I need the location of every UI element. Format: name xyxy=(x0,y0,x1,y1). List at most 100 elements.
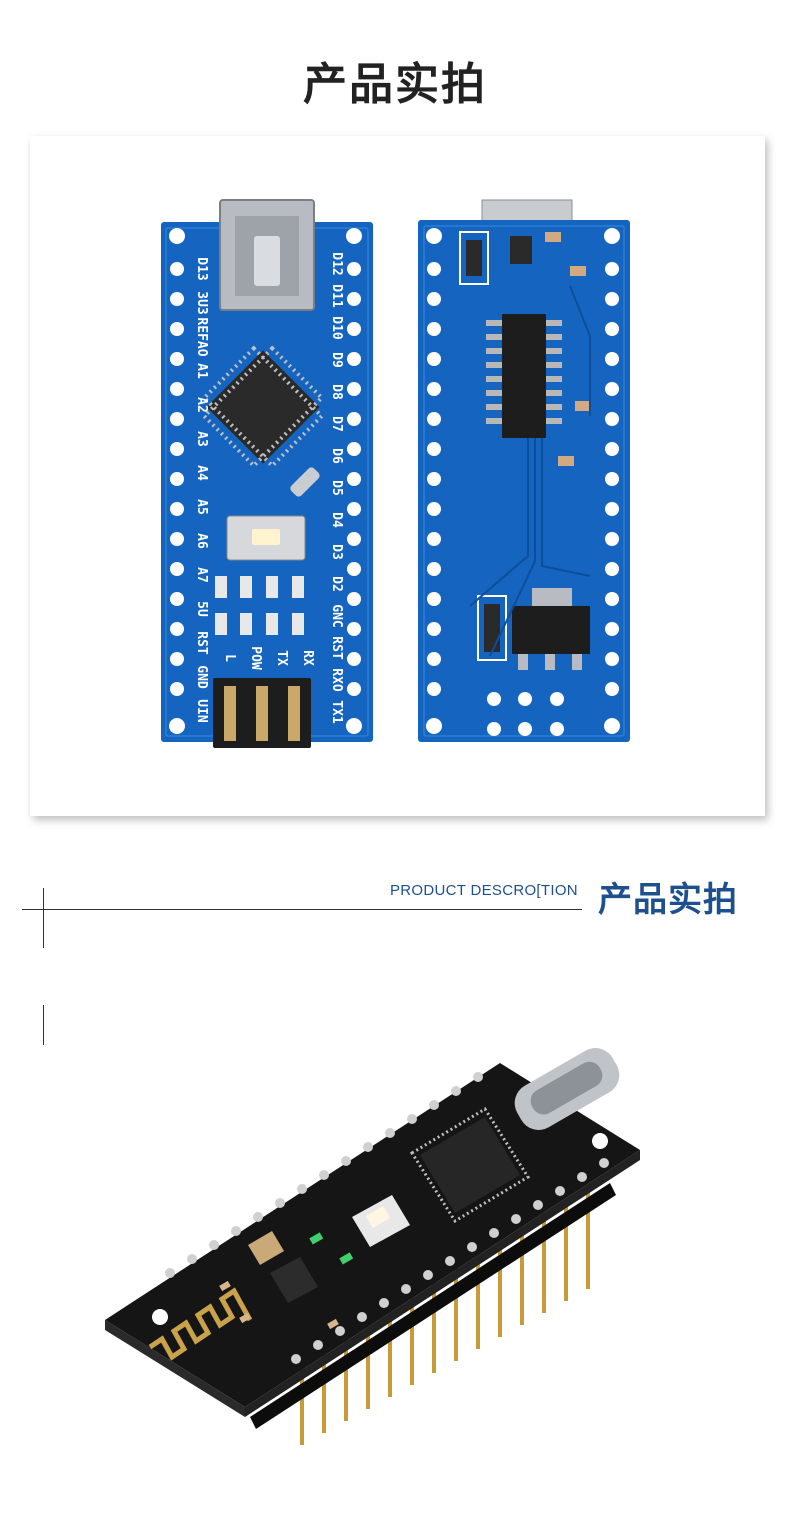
pin-pad xyxy=(605,592,619,606)
silk-label: D12 xyxy=(329,252,344,275)
pin-pad xyxy=(605,472,619,486)
pin-pad xyxy=(605,532,619,546)
pin-pad xyxy=(605,652,619,666)
pin-pad xyxy=(170,652,184,666)
pin-pad xyxy=(347,382,361,396)
pin-pad xyxy=(170,622,184,636)
pin-pad xyxy=(427,262,441,276)
pin-pad xyxy=(605,682,619,696)
divider-mark-lower xyxy=(43,1005,44,1045)
silk-label: GNC xyxy=(329,604,344,627)
silk-label: RST xyxy=(329,636,344,660)
pin-pad xyxy=(605,262,619,276)
silk-label: TX1 xyxy=(329,700,344,724)
silk-label: D4 xyxy=(329,512,344,528)
pin-pad xyxy=(605,382,619,396)
silk-label: 3U3 xyxy=(194,291,209,314)
pin-pad xyxy=(170,502,184,516)
pin-pad xyxy=(170,562,184,576)
pin-pad xyxy=(605,562,619,576)
pin-pad xyxy=(170,262,184,276)
pin-pad xyxy=(170,532,184,546)
pin-pad xyxy=(427,682,441,696)
silk-label: A2 xyxy=(194,397,209,413)
silk-label: UIN xyxy=(194,699,209,723)
pin-pad xyxy=(347,592,361,606)
pin-pad xyxy=(427,592,441,606)
section-title-en: PRODUCT DESCRO[TION xyxy=(390,882,578,899)
silk-label: D13 xyxy=(194,257,209,280)
pin-pad xyxy=(427,322,441,336)
pin-pad xyxy=(170,592,184,606)
divider-mark xyxy=(43,888,44,948)
pin-pad xyxy=(347,562,361,576)
pin-pad xyxy=(170,352,184,366)
pin-pad xyxy=(347,652,361,666)
pin-pad xyxy=(427,562,441,576)
pin-pad xyxy=(347,292,361,306)
silk-label: GND xyxy=(194,665,209,689)
silk-label: RX xyxy=(300,650,315,666)
pin-pad xyxy=(427,412,441,426)
pin-pad xyxy=(605,622,619,636)
silk-label: L xyxy=(222,654,237,662)
silk-label: RST xyxy=(194,631,209,655)
pin-pad xyxy=(347,262,361,276)
silk-label: A6 xyxy=(194,533,209,549)
section-header: PRODUCT DESCRO[TION 产品实拍 xyxy=(0,870,790,950)
product-photo-black-board xyxy=(100,1045,645,1465)
silk-label: 5U xyxy=(194,601,209,617)
pin-pad xyxy=(427,502,441,516)
pin-pad xyxy=(347,502,361,516)
silk-label: RXO xyxy=(329,668,344,692)
pin-pad xyxy=(347,532,361,546)
pin-pad xyxy=(170,442,184,456)
silk-label: A3 xyxy=(194,431,209,447)
pin-pad xyxy=(170,682,184,696)
silk-label: D3 xyxy=(329,544,344,560)
silk-label: TX xyxy=(274,650,289,666)
pin-pad xyxy=(347,322,361,336)
pin-pad xyxy=(170,472,184,486)
silk-label: D2 xyxy=(329,576,344,592)
silk-label: D7 xyxy=(329,416,344,432)
silk-label: POW xyxy=(248,646,263,670)
silk-label: D8 xyxy=(329,384,344,400)
silk-label: A1 xyxy=(194,363,209,379)
pin-pad xyxy=(170,412,184,426)
pin-pad xyxy=(605,292,619,306)
pin-pad xyxy=(427,472,441,486)
silk-label: D5 xyxy=(329,480,344,496)
silk-label: A4 xyxy=(194,465,209,481)
pin-pad xyxy=(170,382,184,396)
pin-pad xyxy=(347,682,361,696)
pin-pad xyxy=(605,502,619,516)
silk-label: A7 xyxy=(194,567,209,583)
silk-label: D11 xyxy=(329,284,344,308)
silk-label: D6 xyxy=(329,448,344,464)
pin-pad xyxy=(347,622,361,636)
pin-pad xyxy=(427,652,441,666)
pin-pad xyxy=(347,412,361,426)
board-back xyxy=(418,199,630,742)
silk-label: REFAO xyxy=(194,317,209,356)
pin-pad xyxy=(605,412,619,426)
silk-label: A5 xyxy=(194,499,209,515)
section-title-cn: 产品实拍 xyxy=(598,880,738,920)
pin-pad xyxy=(170,292,184,306)
silk-label: D9 xyxy=(329,352,344,368)
page-title: 产品实拍 xyxy=(303,59,487,110)
divider-line xyxy=(22,909,582,910)
pin-pad xyxy=(427,532,441,546)
silk-label: D10 xyxy=(329,316,344,340)
pin-pad xyxy=(427,292,441,306)
pin-pad xyxy=(605,322,619,336)
pin-pad xyxy=(427,352,441,366)
pin-pad xyxy=(347,472,361,486)
pin-pad xyxy=(170,322,184,336)
pin-pad xyxy=(347,352,361,366)
pin-pad xyxy=(427,382,441,396)
pin-pad xyxy=(605,352,619,366)
pin-pad xyxy=(427,622,441,636)
